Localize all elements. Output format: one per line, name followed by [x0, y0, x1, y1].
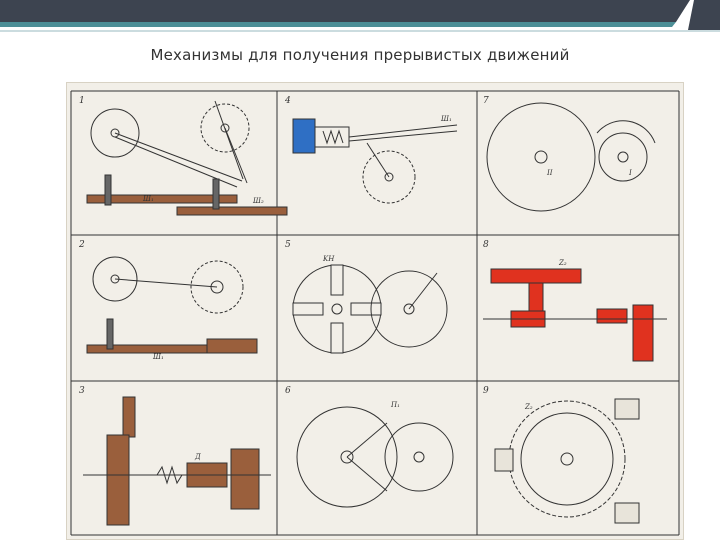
svg-text:Z₂: Z₂ [524, 403, 533, 411]
panel-7-geneva-wheels: 7 II I [483, 96, 656, 212]
svg-text:Ш₂: Ш₂ [252, 197, 264, 205]
svg-text:П₁: П₁ [390, 401, 400, 409]
panel-number: 4 [284, 96, 291, 106]
svg-text:KH: KH [322, 255, 335, 263]
panel-3-spring-shaft: 3 Д [79, 386, 271, 526]
panel-number: 8 [483, 240, 489, 250]
svg-text:Ш₁: Ш₁ [152, 353, 164, 361]
svg-text:Z₂: Z₂ [558, 259, 567, 267]
panel-number: 1 [79, 96, 85, 106]
panel-9-toothed-wheel: 9 Z₂ [483, 386, 640, 524]
panel-1-ratchet-linkage: 1 Ш₁ Ш₂ [79, 96, 288, 216]
panel-number: 5 [285, 240, 291, 250]
panel-5-maltese-cross: 5 KH [285, 240, 448, 354]
mechanisms-illustration: 1 Ш₁ Ш₂ 4 Ш₁ 7 II I [66, 82, 684, 540]
panel-number: 3 [79, 386, 85, 396]
panel-number: 9 [483, 386, 489, 396]
panel-number: 2 [78, 240, 85, 250]
svg-text:Ш₁: Ш₁ [142, 195, 154, 203]
svg-text:Ш₁: Ш₁ [440, 115, 452, 123]
panel-4-pawl-cylinder: 4 Ш₁ [284, 96, 458, 204]
slide-title: Механизмы для получения прерывистых движ… [150, 46, 570, 64]
slide-header-bar [0, 0, 720, 36]
svg-text:Д: Д [194, 453, 201, 461]
panel-8-gear-train: 8 Z₂ [483, 240, 667, 362]
panel-number: 7 [483, 96, 489, 106]
svg-text:II: II [546, 169, 553, 177]
panel-number: 6 [285, 386, 291, 396]
svg-text:I: I [628, 169, 632, 177]
panel-grid [70, 90, 680, 536]
panel-6-star-wheel: 6 П₁ [285, 386, 454, 508]
mechanisms-drawing: 1 Ш₁ Ш₂ 4 Ш₁ 7 II I [70, 90, 680, 536]
panel-2-crank-ratchet: 2 Ш₁ [78, 240, 258, 361]
